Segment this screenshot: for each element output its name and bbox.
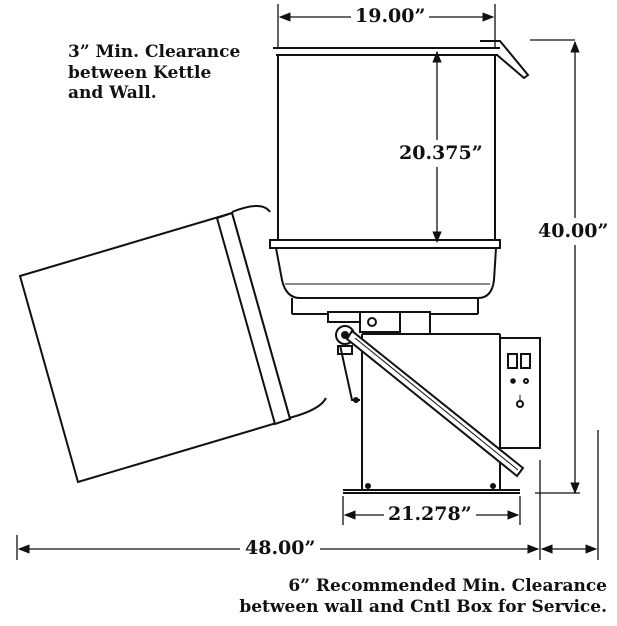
wall-clearance-line-1: 3” Min. Clearance [68,42,241,62]
kettle-height-label: 20.375” [396,140,486,168]
control-box [499,337,541,449]
service-clearance-note: 6” Recommended Min. Clearance between wa… [239,576,607,617]
overall-height-label: 40.00” [536,218,611,246]
upright-kettle [269,40,530,315]
top-width-label: 19.00” [351,5,430,29]
overall-width-label: 48.00” [240,537,321,561]
wall-clearance-line-2: between Kettle [68,62,212,83]
service-clearance-line-1: 6” Recommended Min. Clearance [288,576,607,596]
base-cabinet [339,333,520,494]
wall-clearance-note: 3” Min. Clearance between Kettle and Wal… [68,42,240,104]
service-clearance-line-2: between wall and Cntl Box for Service. [239,596,607,617]
tilt-arm [345,329,525,478]
wall-clearance-line-3: and Wall. [68,83,157,104]
base-width-label: 21.278” [384,503,476,527]
tilted-kettle [18,205,327,484]
